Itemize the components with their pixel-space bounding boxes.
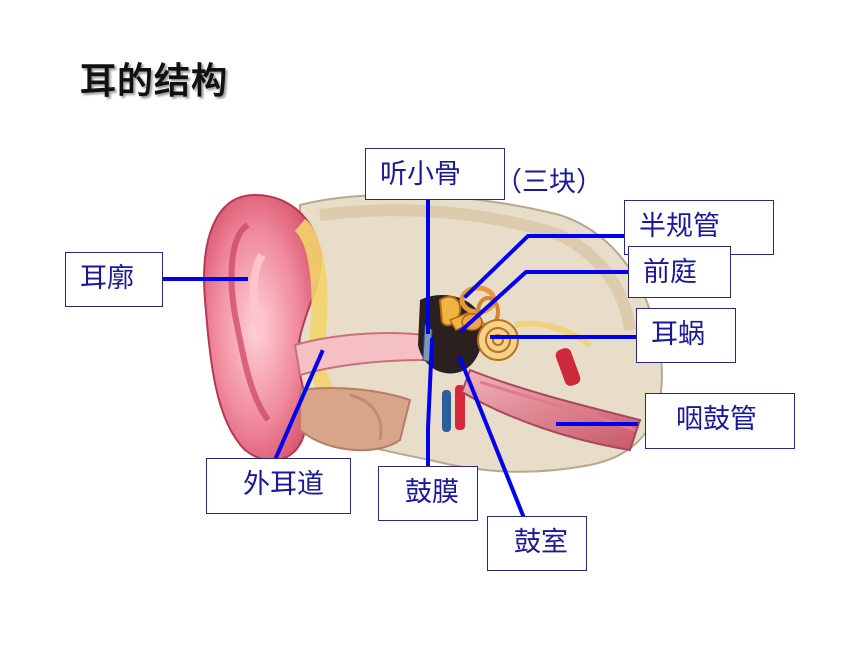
label-cochlea: 耳蜗: [636, 308, 736, 363]
label-semicircular: 半规管: [624, 200, 774, 255]
cochlea-shape: [477, 319, 519, 361]
auricle-inner: [249, 252, 266, 337]
vein: [442, 390, 451, 432]
label-ossicles: 听小骨: [365, 148, 505, 200]
label-tympanic: 鼓室: [487, 516, 587, 571]
nerve: [514, 320, 592, 348]
auricle-fold: [228, 222, 271, 422]
leader-vestibule: [459, 270, 630, 333]
label-eardrum: 鼓膜: [378, 466, 478, 521]
lower-tissue: [299, 387, 412, 452]
bone-texture: [319, 204, 636, 331]
label-auricle: 耳廓: [65, 252, 163, 307]
leader-tympanic: [457, 355, 531, 531]
artery: [455, 385, 465, 430]
leader-ear-canal: [265, 349, 325, 479]
label-eustachian: 咽鼓管: [645, 393, 795, 449]
leader-semicircular: [463, 234, 626, 299]
label-ear-canal: 外耳道: [206, 458, 351, 514]
cochlea-turn: [485, 327, 511, 353]
label-ossicles-note: （三块）: [495, 167, 603, 198]
label-vestibule: 前庭: [628, 246, 731, 298]
vessel-right: [555, 348, 581, 386]
lower-tissue-2: [349, 393, 383, 441]
slide-title: 耳的结构: [80, 61, 229, 102]
leader-eardrum: [426, 337, 435, 468]
